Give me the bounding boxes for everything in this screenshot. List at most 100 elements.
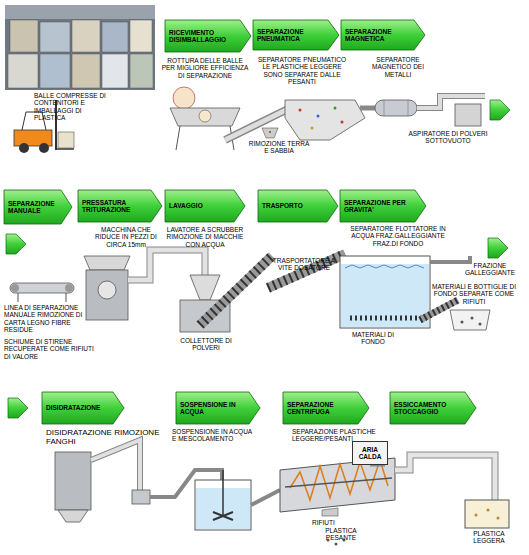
conveyor xyxy=(225,108,290,140)
cyclone xyxy=(190,275,220,300)
particle xyxy=(299,109,302,112)
pipe xyxy=(91,440,140,490)
flow-arrow xyxy=(8,398,28,418)
annotation: MATERIALI E BOTTIGLIE DI FONDO SEPARATE … xyxy=(426,283,522,305)
particle xyxy=(317,115,320,118)
bale xyxy=(40,54,70,88)
screw-conveyor xyxy=(200,256,272,325)
pipe xyxy=(360,106,375,111)
photo-frame xyxy=(5,5,155,90)
node-label: LAVAGGIO xyxy=(169,202,233,209)
bale xyxy=(102,54,128,88)
annotation: ASPIRATORE DI POLVERI SOTTOVUOTO xyxy=(396,130,500,145)
arrow-shape xyxy=(283,392,369,424)
arrow-shape xyxy=(253,20,339,50)
floating-fraction xyxy=(345,265,424,268)
annotation: SEPARATORE PNEUMATICO LE PLASTICHE LEGGE… xyxy=(256,56,348,86)
annotation: RIFIUTI xyxy=(312,519,348,526)
bale-ball xyxy=(173,87,195,109)
vacuum-unit xyxy=(455,104,481,126)
node-label: TRASPORTO xyxy=(262,202,326,209)
leg xyxy=(66,293,67,302)
waste-bin xyxy=(450,310,490,330)
note-box: ARIA CALDA xyxy=(352,441,388,465)
photo-roof xyxy=(5,5,155,19)
annotation: COLLETTORE DI POLVERI xyxy=(174,337,238,352)
particle xyxy=(487,509,490,512)
magnetic-drum xyxy=(375,100,417,116)
conveyor xyxy=(225,108,290,140)
annotation: TRASPORTATORE A VITE DOSATORE xyxy=(266,257,342,272)
shredder xyxy=(86,270,128,320)
bale xyxy=(8,54,38,88)
bale xyxy=(72,20,100,52)
annotation: PLASTICA LEGGERA xyxy=(464,530,514,545)
step-arrow: ESSICCAMENTO STOCCAGGIO xyxy=(390,392,476,424)
particle xyxy=(461,321,464,324)
step-arrow: SEPARAZIONE MANUALE xyxy=(4,190,72,224)
particle xyxy=(475,514,478,517)
bale xyxy=(130,20,152,52)
bale xyxy=(10,20,38,52)
step-arrow: SEPARAZIONE PNEUMATICA xyxy=(253,20,339,50)
node-label: DISIDRATAZIONE xyxy=(46,404,112,411)
drum xyxy=(199,110,211,122)
pipe xyxy=(251,490,280,505)
stirrer-shaft xyxy=(222,470,224,516)
step-arrow: RICEVIMENTO DISIMBALLAGGIO xyxy=(165,20,251,52)
arrow-shape xyxy=(165,190,245,222)
sorting-belt xyxy=(10,283,74,293)
bale xyxy=(58,132,74,148)
arrow-shape xyxy=(341,20,425,50)
node-label: SEPARAZIONE CENTRIFUGA xyxy=(287,401,357,416)
arrow-shape xyxy=(340,190,426,222)
annotation: RIMOZIONE TERRA E SABBIA xyxy=(248,140,310,155)
annotation: DISIDRATAZIONE RIMOZIONE FANGHI xyxy=(46,428,172,446)
particle xyxy=(471,317,474,320)
arrow-shape xyxy=(258,190,338,222)
outlet xyxy=(322,508,338,516)
arrow-shape xyxy=(390,392,476,424)
wheel xyxy=(39,143,49,153)
pipe xyxy=(430,256,470,262)
roller xyxy=(11,284,19,292)
arrow-shape xyxy=(4,190,72,224)
forklift-fork xyxy=(56,148,74,150)
sludge-outlet xyxy=(58,510,88,522)
bale xyxy=(130,54,153,88)
annotation: ROTTURA DELLE BALLE PER MIGLIORE EFFICIE… xyxy=(160,57,250,79)
screw-flight xyxy=(200,256,272,325)
duct xyxy=(395,455,495,500)
annotation: SEPARATORE MAGNETICO DEI METALLI xyxy=(360,56,436,78)
dewatering-unit xyxy=(55,452,91,510)
duct xyxy=(395,455,495,500)
arrow-shape xyxy=(176,392,260,424)
step-arrow: SEPARAZIONE CENTRIFUGA xyxy=(283,392,369,424)
bale xyxy=(102,22,128,52)
flow-arrow xyxy=(488,238,508,258)
stirrer-blade xyxy=(213,512,233,520)
step-arrow: DISIDRATAZIONE xyxy=(42,392,124,424)
annotation: BALLE COMPRESSE DI CONTENITORI E IMBALLA… xyxy=(34,92,110,122)
flotation-tank xyxy=(340,256,430,328)
step-arrow: LAVAGGIO xyxy=(165,190,245,222)
water xyxy=(341,264,429,327)
node-label: PRESSATURA TRITURAZIONE xyxy=(82,199,150,214)
annotation: LINEA DI SEPARAZIONE MANUALE RIMOZIONE D… xyxy=(4,304,94,334)
hopper xyxy=(170,108,240,126)
flow-arrow xyxy=(490,100,510,120)
annotation: SEPARAZIONE PLASTICHE LEGGERE/PESANTI xyxy=(292,428,432,443)
step-arrow: SEPARAZIONE PER GRAVITA' xyxy=(340,190,426,222)
particle xyxy=(311,127,314,130)
annotation: FRAZIONE GALLEGGIANTE xyxy=(458,262,522,277)
annotation: SCHIUME DI STIRENE RECUPERATE COME RIFIU… xyxy=(4,338,96,360)
step-arrow: SOSPENSIONE IN ACQUA xyxy=(176,392,260,424)
particle xyxy=(479,323,482,326)
annotation: PLASTICA PESANTE xyxy=(318,527,364,542)
step-arrow: PRESSATURA TRITURAZIONE xyxy=(78,190,162,222)
annotation: MATERIALI DI FONDO xyxy=(350,331,396,346)
node-label: ESSICCAMENTO STOCCAGGIO xyxy=(394,401,464,416)
shredder-hopper xyxy=(84,256,130,270)
